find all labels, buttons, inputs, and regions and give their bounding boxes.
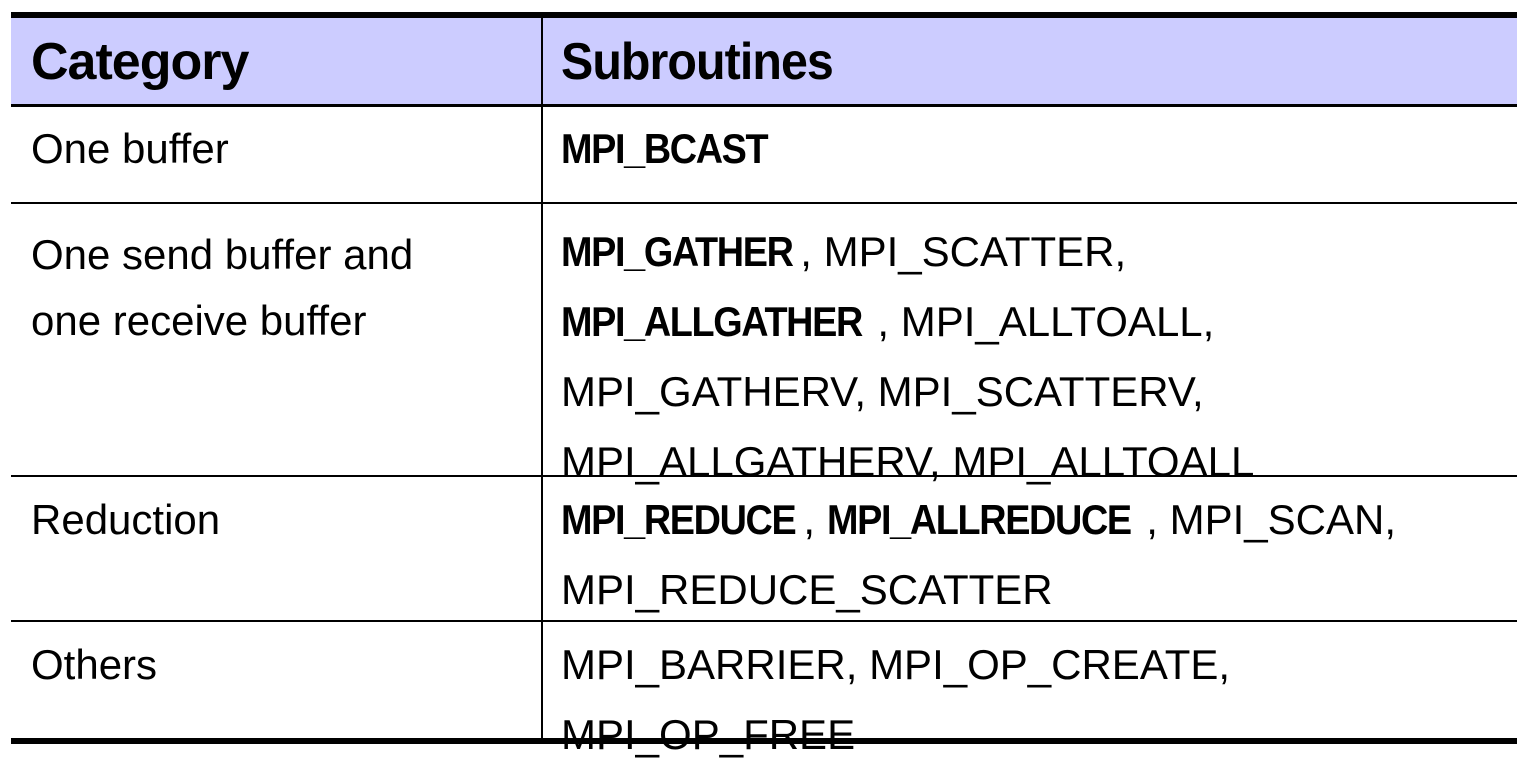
subroutine-line: MPI_ALLGATHERV, MPI_ALLTOALL (561, 427, 1511, 497)
column-divider (541, 477, 543, 620)
subroutine-line: MPI_OP_FREE (561, 700, 1511, 770)
subroutine-name-bold: MPI_REDUCE (561, 496, 797, 543)
subroutine-text: , (803, 496, 827, 543)
subroutine-text: MPI_OP_FREE (561, 711, 856, 758)
column-divider (541, 204, 543, 475)
table-header-row: Category Subroutines (11, 18, 1517, 107)
subroutine-line: MPI_ALLGATHER , MPI_ALLTOALL, (561, 287, 1511, 357)
category-text: One buffer (31, 107, 531, 184)
category-cell: Others (31, 622, 531, 700)
header-category: Category (31, 18, 531, 107)
subroutine-line: MPI_BCAST (561, 114, 1511, 184)
subroutine-text: MPI_GATHERV, MPI_SCATTERV, (561, 368, 1204, 415)
category-line: one receive buffer (31, 297, 367, 344)
subroutines-cell: MPI_BARRIER, MPI_OP_CREATE, MPI_OP_FREE (561, 622, 1511, 770)
subroutine-line: MPI_REDUCE_SCATTER (561, 555, 1511, 625)
subroutine-text: , MPI_SCATTER, (800, 228, 1127, 275)
subroutines-text: MPI_BCAST (561, 107, 1511, 184)
subroutine-table: Category Subroutines One buffer MPI_BCAS… (11, 12, 1517, 758)
column-divider (541, 18, 543, 104)
table-row: One send buffer and one receive buffer MP… (11, 204, 1517, 485)
subroutine-text: , MPI_SCAN, (1146, 496, 1396, 543)
subroutine-text: MPI_REDUCE_SCATTER (561, 566, 1053, 613)
category-cell: One buffer (31, 107, 531, 184)
category-line: One send buffer and (31, 231, 414, 278)
subroutine-line: MPI_GATHERV, MPI_SCATTERV, (561, 357, 1511, 427)
category-text: Others (31, 622, 531, 700)
subroutine-text: MPI_ALLGATHERV, MPI_ALLTOALL (561, 438, 1255, 485)
column-divider (541, 622, 543, 744)
category-text: Reduction (31, 477, 531, 555)
header-subroutines: Subroutines (561, 18, 1511, 107)
category-line: One buffer (31, 125, 229, 172)
table-row: Others MPI_BARRIER, MPI_OP_CREATE, MPI_OP… (11, 622, 1517, 758)
subroutines-text: MPI_REDUCE, MPI_ALLREDUCE, MPI_SCAN,MPI_… (561, 477, 1511, 625)
subroutines-cell: MPI_REDUCE, MPI_ALLREDUCE, MPI_SCAN,MPI_… (561, 477, 1511, 625)
category-cell: One send buffer and one receive buffer (31, 204, 531, 354)
category-text: One send buffer and one receive buffer (31, 204, 531, 354)
subroutine-line: MPI_GATHER, MPI_SCATTER, (561, 217, 1511, 287)
subroutines-cell: MPI_GATHER, MPI_SCATTER, MPI_ALLGATHER , M… (561, 204, 1511, 497)
subroutines-cell: MPI_BCAST (561, 107, 1511, 184)
subroutine-name-bold: MPI_GATHER (561, 228, 794, 275)
subroutine-line: MPI_REDUCE, MPI_ALLREDUCE , MPI_SCAN, (561, 485, 1511, 555)
subroutine-text: MPI_BARRIER, MPI_OP_CREATE, (561, 641, 1231, 688)
header-category-label: Category (31, 33, 249, 91)
subroutine-name-bold: MPI_BCAST (561, 125, 769, 172)
category-line: Reduction (31, 496, 221, 543)
subroutines-text: MPI_BARRIER, MPI_OP_CREATE, MPI_OP_FREE (561, 622, 1511, 770)
category-cell: Reduction (31, 477, 531, 555)
category-line: Others (31, 641, 158, 688)
subroutine-name-bold: MPI_ALLREDUCE (826, 496, 1132, 543)
subroutine-text: , MPI_ALLTOALL, (877, 298, 1215, 345)
column-divider (541, 107, 543, 202)
subroutine-line: MPI_BARRIER, MPI_OP_CREATE, (561, 630, 1511, 700)
table-row: Reduction MPI_REDUCE, MPI_ALLREDUCE , MPI… (11, 477, 1517, 622)
header-subroutines-label: Subroutines (561, 33, 834, 91)
subroutines-text: MPI_GATHER, MPI_SCATTER, MPI_ALLGATHER , M… (561, 204, 1511, 497)
subroutine-name-bold: MPI_ALLGATHER (561, 298, 863, 345)
table-row: One buffer MPI_BCAST (11, 107, 1517, 204)
